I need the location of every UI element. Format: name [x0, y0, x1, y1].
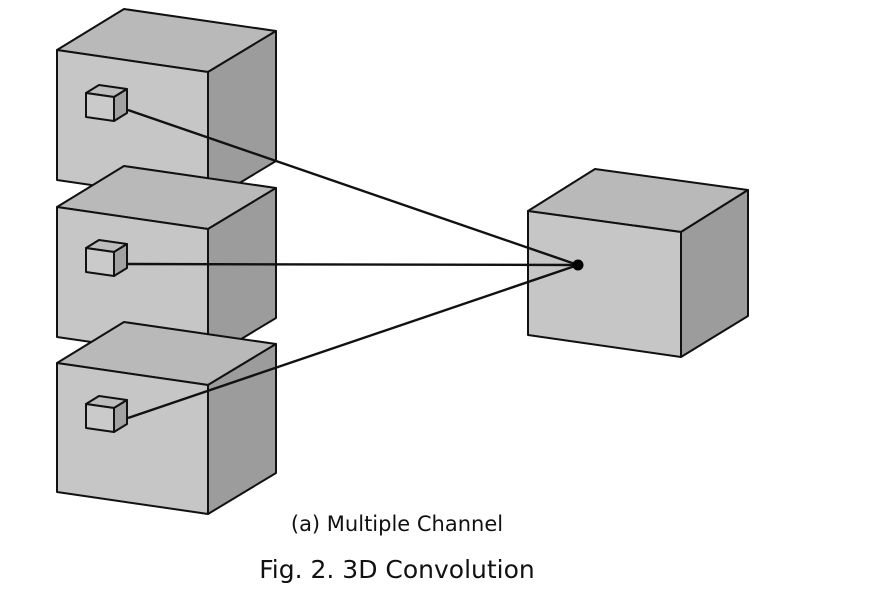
- kernel-cube-1: [85, 84, 128, 122]
- output-point: [572, 259, 584, 271]
- output-cube: [527, 168, 749, 358]
- subfigure-caption: (a) Multiple Channel: [290, 512, 504, 536]
- input-channel-cube-1: [56, 8, 277, 203]
- figure-caption: Fig. 2. 3D Convolution: [259, 555, 535, 584]
- connection-line-2: [127, 262, 579, 267]
- connection-line-1: [127, 108, 579, 267]
- connection-line-3: [127, 263, 579, 420]
- kernel-cube-3: [85, 395, 128, 433]
- input-channel-cube-2: [56, 165, 277, 360]
- input-channel-cube-3: [56, 321, 277, 515]
- kernel-cube-2: [85, 239, 128, 277]
